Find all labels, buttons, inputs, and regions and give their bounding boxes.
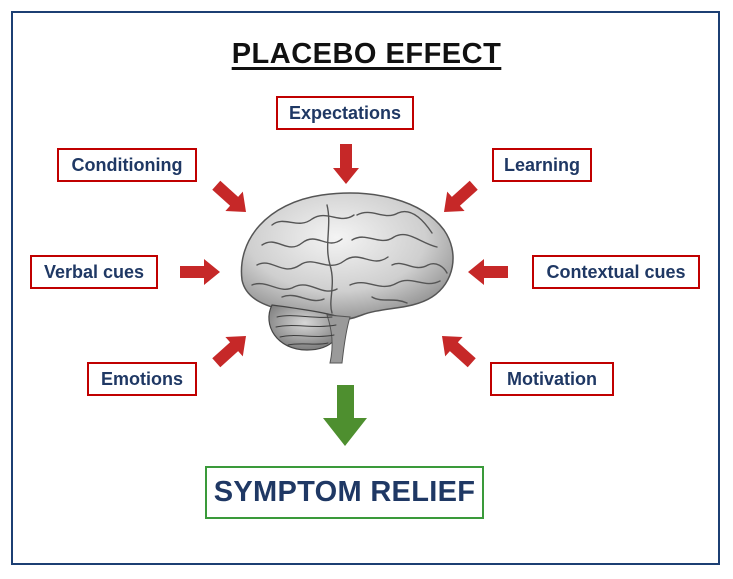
arrow-verbal-cues-icon	[180, 259, 220, 285]
symptom-relief-box: SYMPTOM RELIEF	[205, 466, 484, 519]
factor-learning: Learning	[492, 148, 592, 182]
factor-conditioning: Conditioning	[57, 148, 197, 182]
diagram-title: PLACEBO EFFECT	[231, 38, 502, 70]
arrow-down-green-icon	[323, 385, 367, 446]
brain-icon	[240, 192, 454, 364]
factor-motivation: Motivation	[490, 362, 614, 396]
factor-emotions: Emotions	[87, 362, 197, 396]
factor-expectations: Expectations	[276, 96, 414, 130]
factor-contextual-cues: Contextual cues	[532, 255, 700, 289]
arrow-expectations-icon	[333, 144, 359, 184]
arrow-contextual-cues-icon	[468, 259, 508, 285]
factor-verbal-cues: Verbal cues	[30, 255, 158, 289]
